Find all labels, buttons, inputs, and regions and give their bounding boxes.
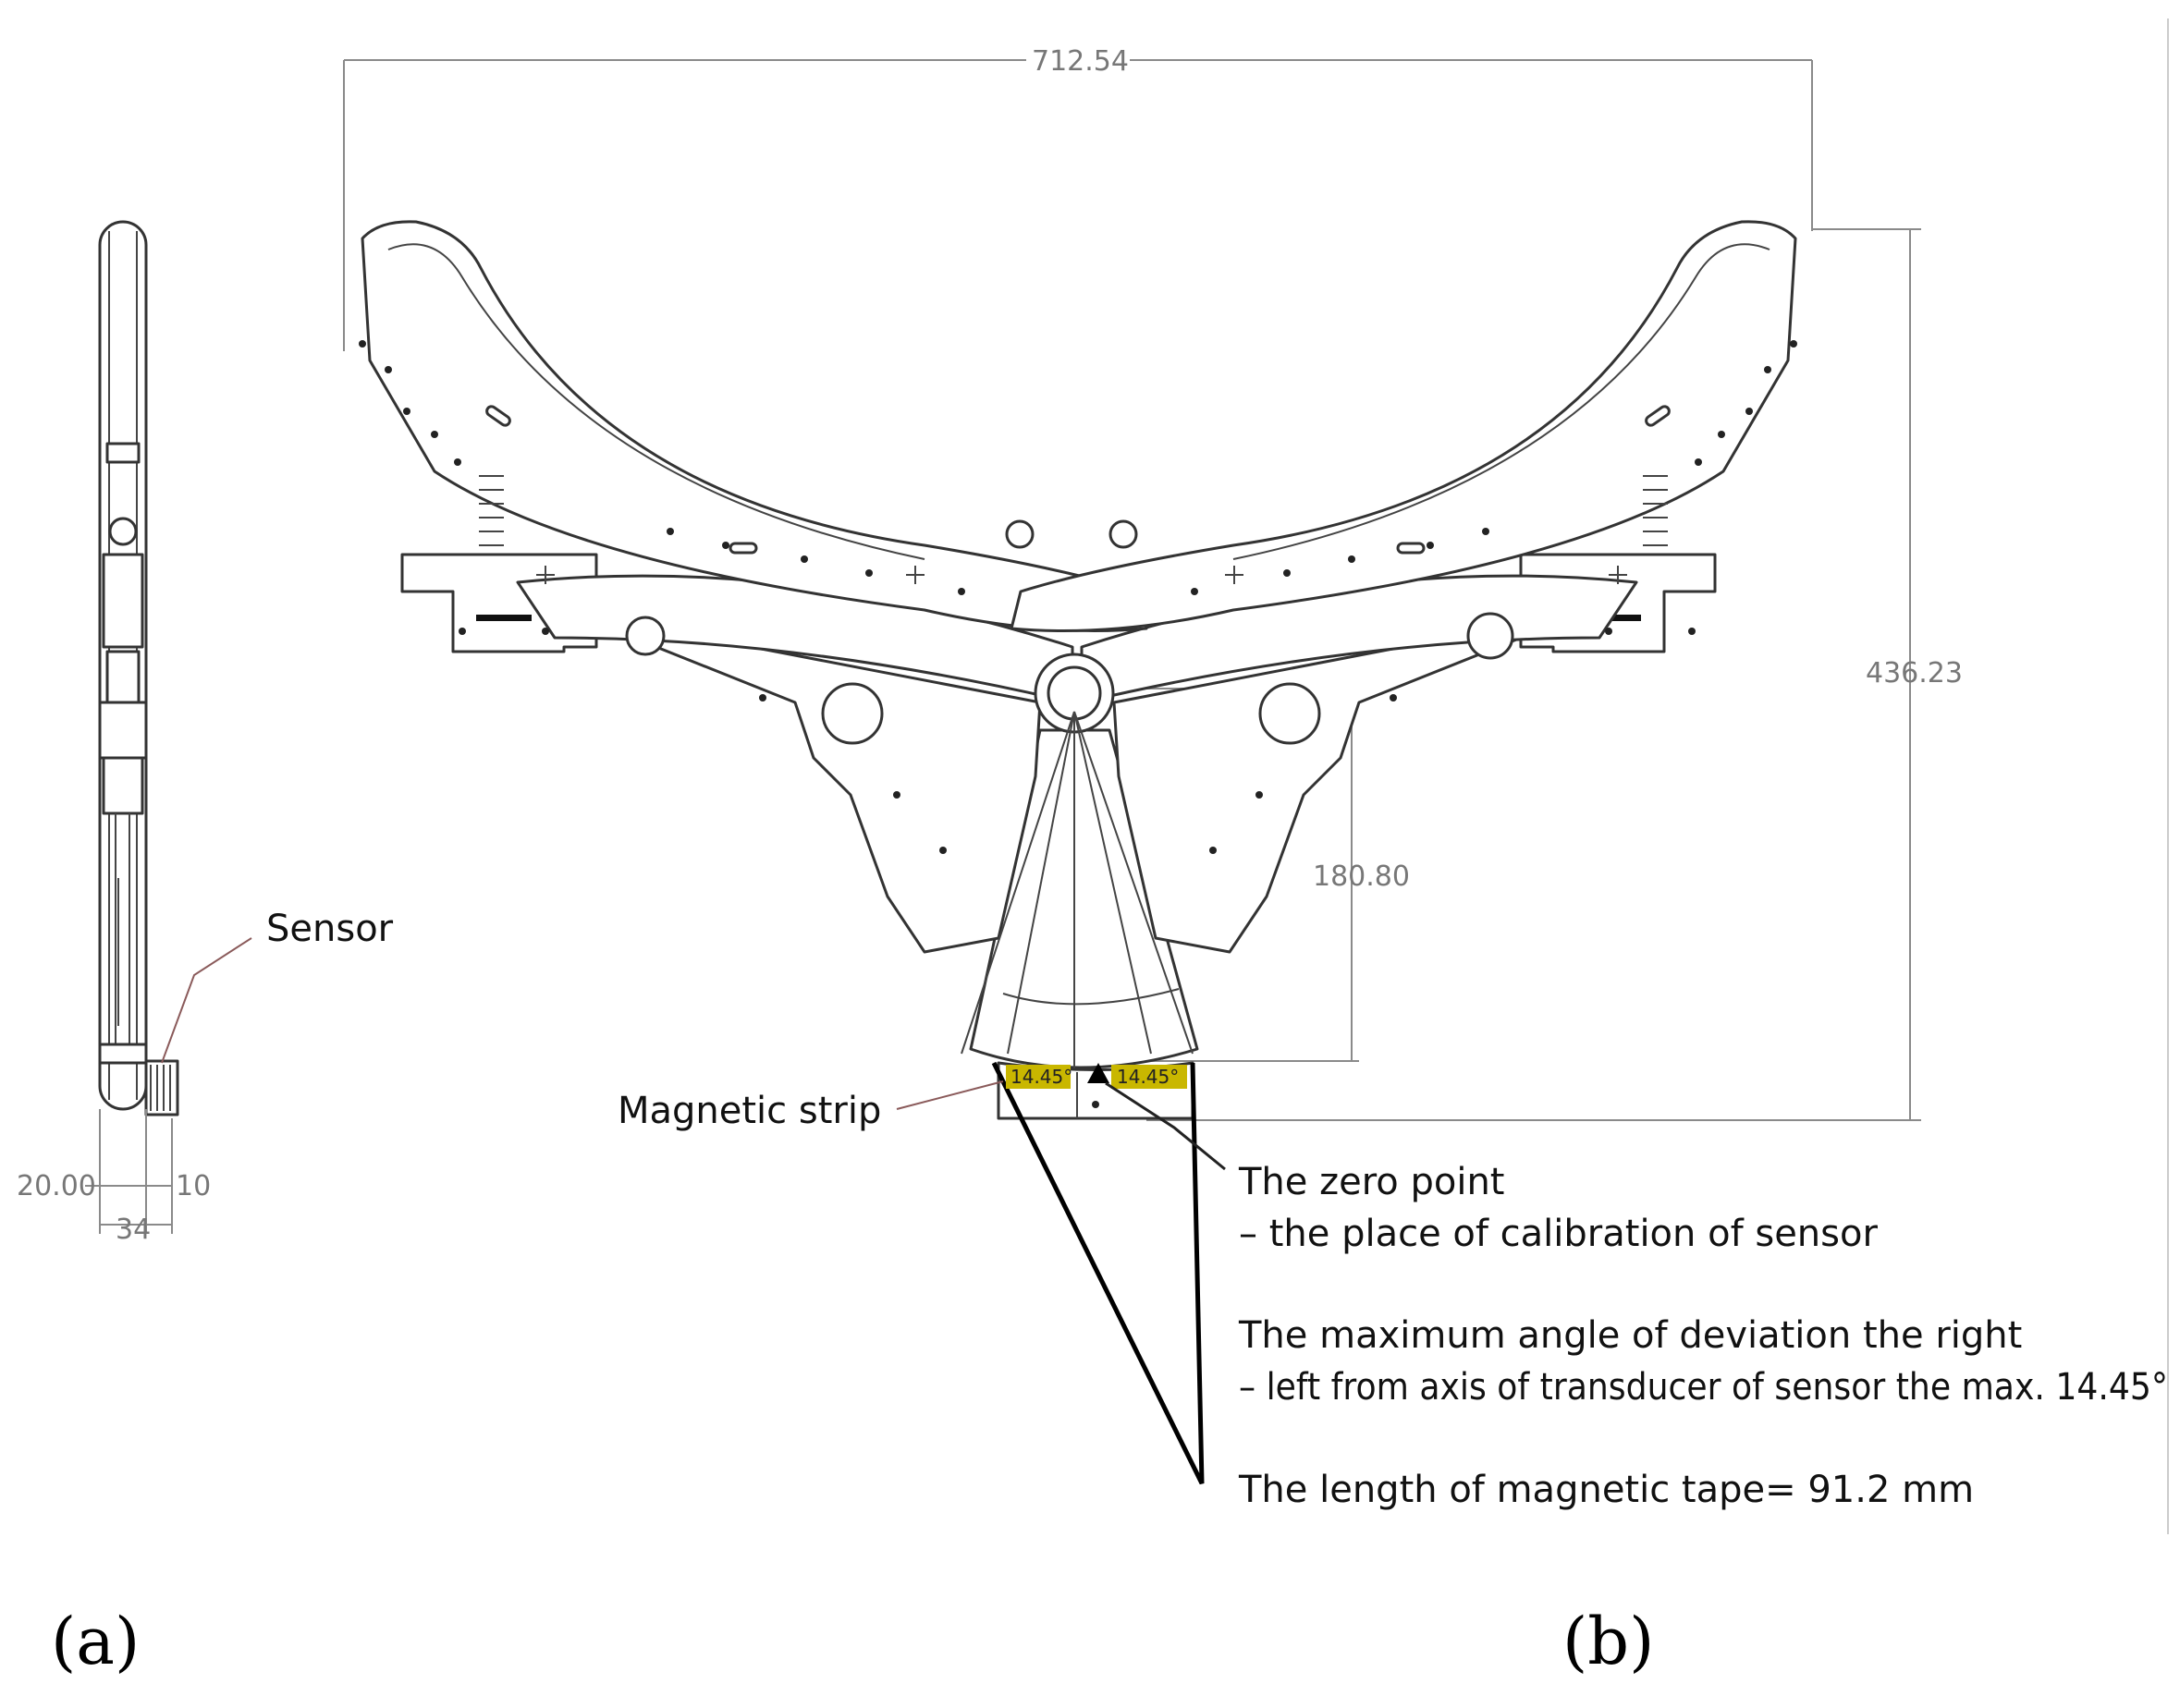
deviation-angle-lines (991, 1061, 1205, 1485)
max-angle-description: – left from axis of transducer of sensor… (1239, 1366, 2168, 1409)
dimension-side-height: 20.00 (17, 1170, 96, 1202)
pivot-inner (1047, 665, 1102, 721)
right-spring (1643, 475, 1668, 546)
max-angle-label: The maximum angle of deviation the right (1238, 1314, 2022, 1357)
right-curved-arm (1010, 220, 1797, 632)
zero-point-callout-line (1105, 1081, 1226, 1171)
panel-label-a: (a) (51, 1604, 140, 1679)
sensor-label: Sensor (266, 908, 394, 950)
side-view-drawing (85, 220, 179, 1234)
sensor-callout-line (161, 937, 252, 1064)
magnetic-strip-callout-line (896, 1080, 1004, 1110)
tape-length-label: The length of magnetic tape= 91.2 mm (1238, 1469, 1974, 1511)
dimension-overall-height: 436.23 (1866, 657, 1963, 689)
dimension-overall-width: 712.54 (1032, 45, 1129, 78)
magnetic-strip-label: Magnetic strip (618, 1090, 881, 1132)
dimension-pivot-to-strip: 180.80 (1313, 860, 1410, 893)
left-spring (479, 475, 504, 546)
front-view-drawing (359, 220, 1797, 1120)
strip-tag-left-text: 14.45° (1010, 1066, 1072, 1088)
side-sensor-block (144, 1059, 179, 1116)
left-curved-arm (361, 220, 1148, 632)
panel-label-b: (b) (1562, 1604, 1654, 1679)
strip-tag-right: 14.45° (1111, 1065, 1187, 1089)
dimension-side-small: 10 (176, 1170, 211, 1202)
dimension-side-width: 34 (116, 1214, 151, 1246)
strip-tag-right-text: 14.45° (1117, 1066, 1179, 1088)
zero-point-description: – the place of calibration of sensor (1239, 1213, 1878, 1255)
zero-point-marker (1087, 1063, 1109, 1083)
zero-point-label: The zero point (1238, 1161, 1504, 1203)
strip-tag-left: 14.45° (1006, 1065, 1072, 1089)
